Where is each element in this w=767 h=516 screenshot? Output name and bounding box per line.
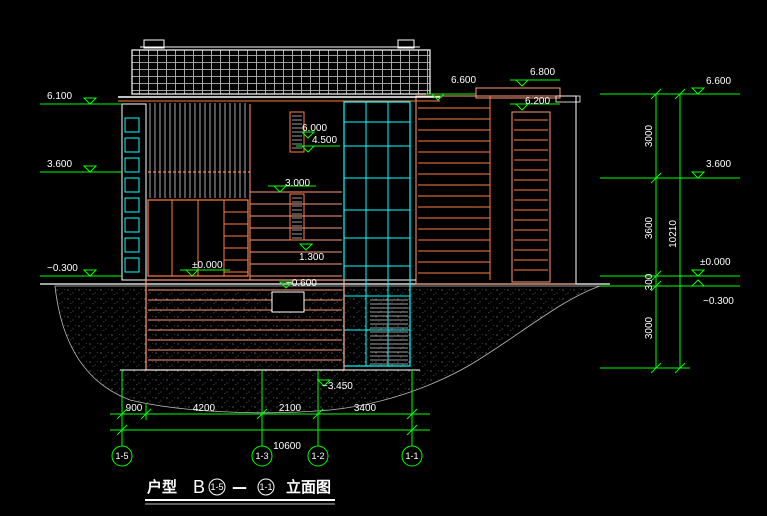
basement <box>120 279 420 371</box>
title-dash: — <box>232 478 247 496</box>
level-roof-mid: 6.600 <box>451 75 476 86</box>
level-right-6600: 6.600 <box>706 76 731 87</box>
level-right-minus300: −0.300 <box>703 296 734 307</box>
drawing-rect <box>124 157 140 173</box>
title-axis-to: 1-1 <box>259 482 272 492</box>
level-marks-left <box>40 97 122 277</box>
axis-label-4: 1-1 <box>405 451 418 461</box>
level-right-3600: 3.600 <box>706 159 731 170</box>
level-upper-right: 6.200 <box>525 96 550 107</box>
roof <box>118 39 440 102</box>
horizontal-dim-lines <box>110 370 430 446</box>
level-basement-top: −0.600 <box>286 278 317 289</box>
vdim-middle: 3600 <box>644 216 655 239</box>
title-prefix: 户型 <box>147 478 177 496</box>
level-left-3600: 3.600 <box>47 159 72 170</box>
hdim-2100: 2100 <box>279 403 302 414</box>
level-marks-inner <box>180 79 560 387</box>
level-window-mid: 4.500 <box>312 135 337 146</box>
axis-label-1: 1-5 <box>115 451 128 461</box>
drawing-rect <box>124 177 140 193</box>
main-block <box>121 103 416 281</box>
axis-bubbles <box>111 445 423 467</box>
drawing-title: 户型 B 1-5 — 1-1 立面图 <box>145 477 335 505</box>
level-left-6100: 6.100 <box>47 91 72 102</box>
drawing-rect <box>124 237 140 253</box>
drawing-rect <box>124 117 140 133</box>
hdim-3400: 3400 <box>354 403 377 414</box>
vdim-upper: 3000 <box>644 124 655 147</box>
title-axis-from: 1-5 <box>210 482 223 492</box>
drawing-rect <box>124 217 140 233</box>
level-right-zero: ±0.000 <box>700 257 731 268</box>
vdim-lower: 3000 <box>644 316 655 339</box>
right-wing <box>415 87 581 285</box>
title-suffix: 立面图 <box>286 478 331 496</box>
soil-hatch <box>54 285 601 414</box>
title-b: B <box>193 477 205 497</box>
level-sill: 1.300 <box>299 252 324 263</box>
drawing-rect <box>124 197 140 213</box>
axis-label-3: 1-2 <box>311 451 324 461</box>
vdim-small: 300 <box>644 273 655 290</box>
hdim-total: 10600 <box>273 441 301 452</box>
level-marks-right <box>600 87 740 374</box>
level-floor2: 3.000 <box>285 178 310 189</box>
level-basement-floor: −3.450 <box>322 381 353 392</box>
drawing-rect <box>124 257 140 273</box>
curtain-wall <box>343 101 411 367</box>
level-window-top: 6.000 <box>302 123 327 134</box>
hdim-4200: 4200 <box>193 403 216 414</box>
hdim-900: 900 <box>126 403 143 414</box>
level-roof-high: 6.800 <box>530 67 555 78</box>
level-left-minus300: −0.300 <box>47 263 78 274</box>
drawing-rect <box>124 137 140 153</box>
level-floor1: ±0.000 <box>192 260 223 271</box>
vdim-total: 10210 <box>668 220 679 248</box>
axis-label-2: 1-3 <box>255 451 268 461</box>
